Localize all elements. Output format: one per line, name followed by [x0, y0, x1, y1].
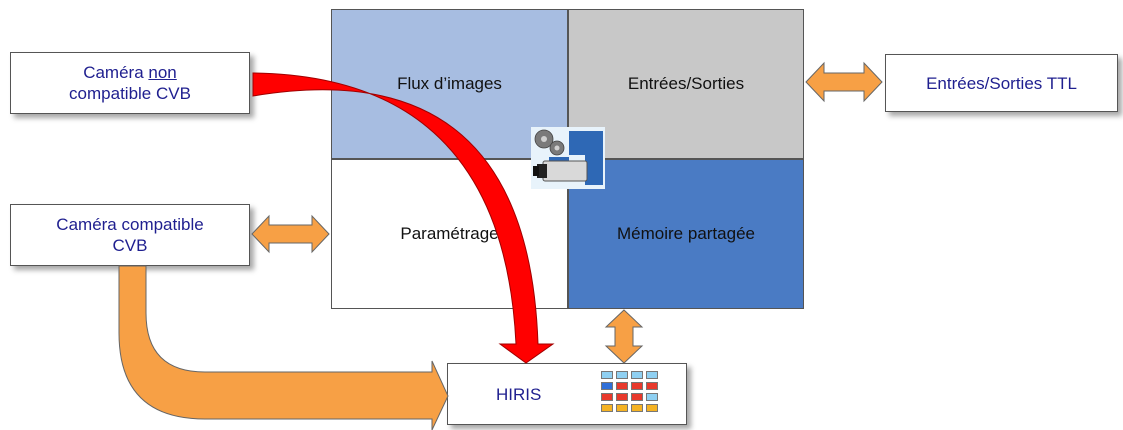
hiris-label: HIRIS	[496, 384, 542, 404]
gear-camera-icon	[531, 127, 605, 189]
camera-cvb-line2: CVB	[112, 236, 148, 255]
ttl-io-box: Entrées/Sorties TTL	[885, 54, 1118, 112]
module-shared-memory: Mémoire partagée	[568, 159, 804, 309]
camera-non-cvb-box: Caméra non compatible CVB	[10, 52, 250, 114]
red-image-flow-arrow	[252, 72, 555, 364]
module-settings-label: Paramétrage	[400, 224, 499, 243]
orange-ttl-double-arrow	[805, 61, 883, 103]
module-io-label: Entrées/Sorties	[627, 74, 745, 93]
module-image-flow-label: Flux d’images	[397, 74, 502, 93]
orange-cvb-double-arrow	[251, 214, 330, 254]
camera-cvb-line1: Caméra compatible	[56, 215, 204, 234]
orange-memory-hiris-arrow	[604, 309, 644, 364]
orange-camera-to-hiris-arrow	[118, 265, 449, 430]
camera-non-cvb-underlined: non	[148, 63, 177, 82]
camera-non-cvb-line2: compatible CVB	[69, 84, 191, 103]
camera-non-cvb-line1: Caméra	[83, 63, 149, 82]
camera-cvb-box: Caméra compatible CVB	[10, 204, 250, 266]
module-shared-memory-label: Mémoire partagée	[617, 224, 755, 243]
module-io: Entrées/Sorties	[568, 9, 804, 159]
ttl-io-label: Entrées/Sorties TTL	[926, 73, 1077, 93]
module-grid-icon	[601, 371, 658, 412]
